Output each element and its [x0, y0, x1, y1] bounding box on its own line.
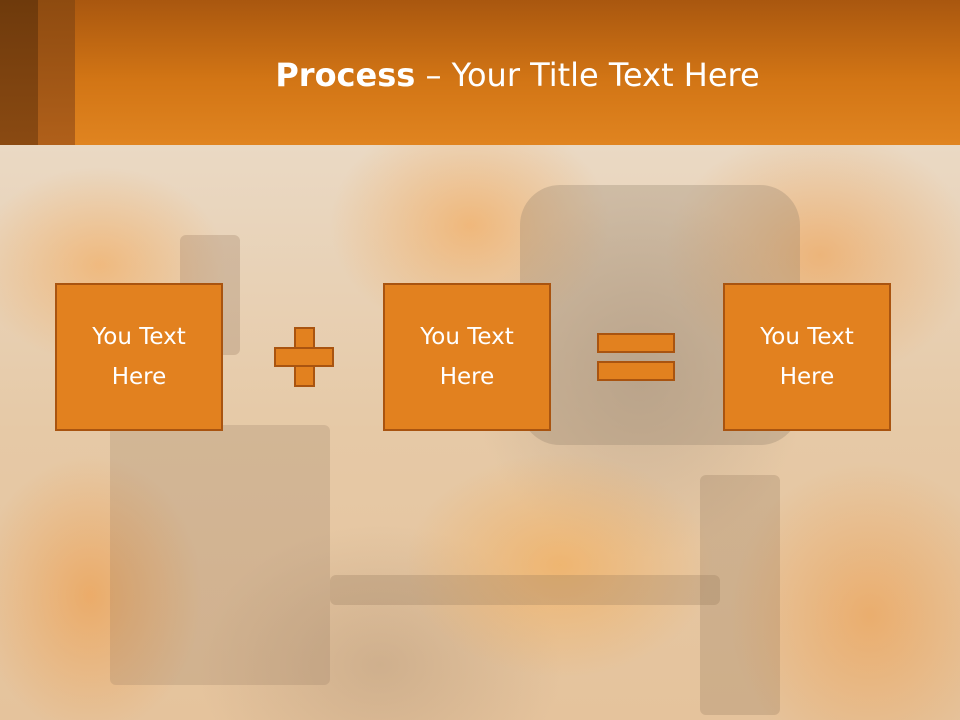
process-box-2[interactable]: You Text Here: [383, 283, 551, 431]
process-box-label: You Text Here: [760, 324, 854, 390]
title-bold-text: Process: [275, 56, 416, 94]
fire-background-image: [0, 145, 960, 720]
process-box-label: You Text Here: [420, 324, 514, 390]
title-bar: Process – Your Title Text Here: [0, 0, 960, 145]
process-box-1[interactable]: You Text Here: [55, 283, 223, 431]
process-box-label: You Text Here: [92, 324, 186, 390]
header-accent-strip: [38, 0, 75, 145]
header-accent-strip: [0, 0, 38, 145]
process-box-3[interactable]: You Text Here: [723, 283, 891, 431]
slide-title[interactable]: Process – Your Title Text Here: [75, 52, 960, 102]
title-rest-text: – Your Title Text Here: [415, 56, 760, 94]
